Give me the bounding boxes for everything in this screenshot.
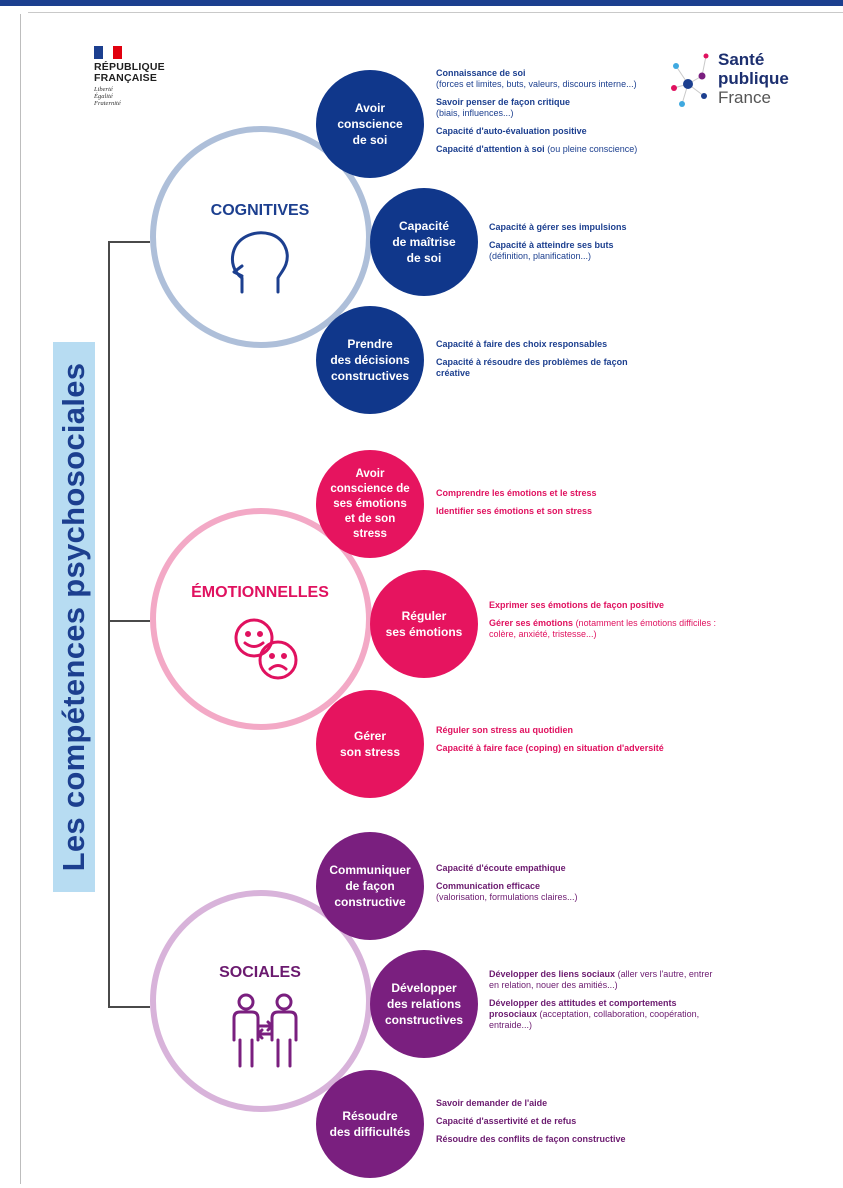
desc-item: Connaissance de soi(forces et limites, b… (436, 68, 637, 89)
desc-item: Capacité à gérer ses impulsions (489, 222, 627, 232)
sub-circle-capacite-de-maitrise-de-soi: Capacité de maîtrise de soi (370, 188, 478, 296)
bracket-tick-emotionnelles (108, 620, 150, 622)
desc-item: Capacité à résoudre des problèmes de faç… (436, 357, 628, 378)
sub-circle-resoudre-difficultes: Résoudre des difficultés (316, 1070, 424, 1178)
french-flag-icon (94, 46, 122, 59)
desc-developper-relations: Développer des liens sociaux (aller vers… (489, 969, 724, 1038)
desc-item: Exprimer ses émotions de façon positive (489, 600, 665, 610)
main-title: Les compétences psychosociales (56, 362, 91, 872)
sub-label: Développer des relations constructives (384, 981, 464, 1027)
two-people-exchange-icon (232, 993, 298, 1068)
sub-circle-conscience-emotions: Avoir conscience de ses émotions et de s… (316, 450, 424, 558)
desc-item: Capacité à faire face (coping) en situat… (436, 743, 664, 753)
main-title-band: Les compétences psychosociales (53, 342, 95, 892)
head-profile-icon (230, 231, 289, 294)
sub-label: Réguler ses émotions (385, 609, 463, 639)
sante-publique-line3: France (718, 88, 771, 107)
desc-resoudre-difficultes: Savoir demander de l'aide Capacité d'ass… (436, 1098, 676, 1152)
desc-item: Capacité à atteindre ses buts(définition… (489, 240, 614, 261)
emotionnelles-label: ÉMOTIONNELLES (191, 584, 329, 601)
desc-item: Savoir penser de façon critique(biais, i… (436, 97, 571, 118)
desc-item: Comprendre les émotions et le stress (436, 488, 597, 498)
happy-sad-faces-icon (234, 618, 298, 680)
desc-item: Communication efficace(valorisation, for… (436, 881, 578, 902)
sante-publique-line2: publique (718, 69, 789, 88)
desc-conscience-emotions: Comprendre les émotions et le stress Ide… (436, 488, 676, 524)
republique-francaise-logo: RÉPUBLIQUE FRANÇAISE Liberté Égalité Fra… (94, 46, 204, 107)
sante-publique-line1: Santé (718, 50, 765, 69)
sante-publique-text: Santé publique France (718, 50, 789, 107)
top-divider (28, 12, 843, 13)
republique-title: RÉPUBLIQUE FRANÇAISE (94, 61, 165, 84)
desc-item: Capacité d'attention à soi (ou pleine co… (436, 144, 638, 154)
sub-label: Communiquer de façon constructive (329, 863, 411, 909)
sub-label: Avoir conscience de ses émotions et de s… (330, 467, 410, 540)
sociales-label: SOCIALES (219, 964, 301, 981)
desc-item: Savoir demander de l'aide (436, 1098, 548, 1108)
top-bar (0, 0, 843, 6)
sub-circle-reguler-ses-emotions: Réguler ses émotions (370, 570, 478, 678)
sub-circle-developper-relations: Développer des relations constructives (370, 950, 478, 1058)
sub-label: Prendre des décisions constructives (330, 337, 410, 383)
sub-label: Capacité de maîtrise de soi (392, 219, 456, 265)
left-border (20, 14, 21, 1184)
sub-label: Avoir conscience de soi (337, 101, 403, 147)
desc-item: Capacité d'écoute empathique (436, 863, 566, 873)
desc-capacite-de-maitrise-de-soi: Capacité à gérer ses impulsions Capacité… (489, 222, 689, 269)
republique-motto: Liberté Égalité Fraternité (94, 86, 121, 107)
desc-prendre-des-decisions: Capacité à faire des choix responsables … (436, 339, 636, 386)
sante-publique-network-icon (671, 53, 709, 107)
desc-item: Développer des attitudes et comportement… (489, 998, 700, 1030)
desc-item: Gérer ses émotions (notamment les émotio… (489, 618, 716, 639)
bracket-line (108, 241, 110, 1007)
cognitives-circle (150, 126, 372, 348)
desc-item: Capacité d'auto-évaluation positive (436, 126, 587, 136)
desc-avoir-conscience-de-soi: Connaissance de soi(forces et limites, b… (436, 68, 676, 162)
desc-item: Résoudre des conflits de façon construct… (436, 1134, 626, 1144)
sub-circle-prendre-des-decisions: Prendre des décisions constructives (316, 306, 424, 414)
desc-item: Identifier ses émotions et son stress (436, 506, 593, 516)
desc-item: Réguler son stress au quotidien (436, 725, 574, 735)
desc-communiquer: Capacité d'écoute empathique Communicati… (436, 863, 656, 910)
desc-item: Capacité d'assertivité et de refus (436, 1116, 577, 1126)
sub-label: Gérer son stress (339, 729, 401, 759)
sub-circle-avoir-conscience-de-soi: Avoir conscience de soi (316, 70, 424, 178)
desc-reguler-ses-emotions: Exprimer ses émotions de façon positive … (489, 600, 724, 647)
bracket-tick-sociales (108, 1006, 150, 1008)
desc-gerer-son-stress: Réguler son stress au quotidien Capacité… (436, 725, 716, 761)
sub-label: Résoudre des difficultés (329, 1109, 411, 1139)
cognitives-label: COGNITIVES (210, 202, 310, 219)
sub-circle-gerer-son-stress: Gérer son stress (316, 690, 424, 798)
desc-item: Capacité à faire des choix responsables (436, 339, 608, 349)
sub-circle-communiquer: Communiquer de façon constructive (316, 832, 424, 940)
desc-item: Développer des liens sociaux (aller vers… (489, 969, 713, 990)
bracket-tick-cognitives (108, 241, 150, 243)
